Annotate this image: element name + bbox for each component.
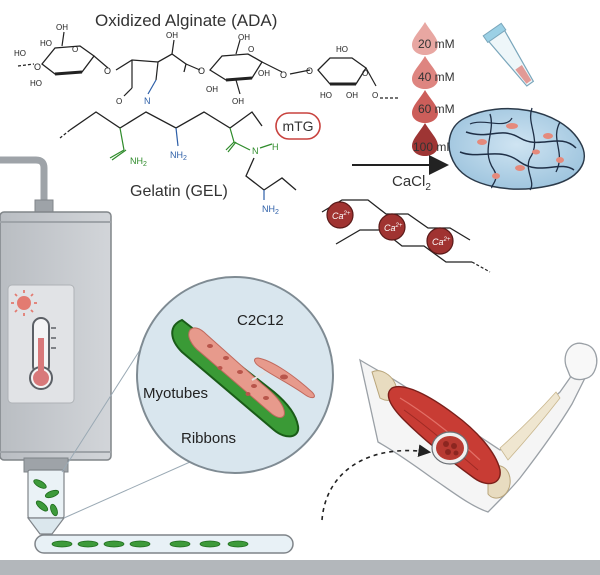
sugar-ring-4: HO HO OH O O <box>317 45 378 100</box>
myotubes-label: Myotubes <box>143 385 208 402</box>
calcium-ion: Ca2+ <box>378 213 406 241</box>
cacl2-concentration-series: 20 mM 40 mM 60 mM 100 mM <box>412 22 456 156</box>
atom-hydrogen: H <box>272 142 279 152</box>
sugar-ring-2: O N OH <box>115 31 201 106</box>
atom-oxygen: O <box>34 62 41 72</box>
cacl2-label: CaCl2 <box>392 173 431 193</box>
pipette-tip-icon <box>482 22 535 87</box>
sugar-ring-3: OH O OH OH OH <box>206 33 283 106</box>
myoblast-cell <box>254 357 315 399</box>
atom-ho: HO <box>336 45 348 54</box>
implant-arrow <box>321 444 432 521</box>
atom-oxygen: O <box>306 66 313 76</box>
svg-text:Ca2+: Ca2+ <box>384 223 403 233</box>
bioprinter <box>0 156 600 575</box>
atom-oh: OH <box>56 23 68 32</box>
svg-text:Ca2+: Ca2+ <box>432 237 451 247</box>
gel-lys-nh2: NH2 <box>262 204 279 216</box>
muscle-cross-section <box>431 431 469 465</box>
gelatin-label: Gelatin (GEL) <box>130 183 228 200</box>
egg-box-crosslink: Ca2+ Ca2+ Ca2+ <box>321 199 491 273</box>
calcium-ion: Ca2+ <box>326 201 354 229</box>
svg-text:Ca2+: Ca2+ <box>332 211 351 221</box>
atom-oh: OH <box>238 33 250 42</box>
drop-40mm: 40 mM <box>412 56 455 89</box>
atom-oh: OH <box>346 91 358 100</box>
arm-muscle-illustration <box>321 342 598 521</box>
atom-ho: HO <box>40 39 52 48</box>
atom-oh: OH <box>166 31 178 40</box>
magnified-view: C2C12 Myotubes Ribbons <box>136 276 334 474</box>
ada-title: Oxidized Alginate (ADA) <box>95 11 277 30</box>
atom-oxygen: O <box>72 45 78 54</box>
mtg-badge <box>275 112 321 140</box>
drop-shape <box>412 123 438 156</box>
atom-oh: OH <box>206 85 218 94</box>
concentration-label: 40 mM <box>418 70 455 84</box>
drop-20mm: 20 mM <box>412 22 455 55</box>
gel-amine-nh2: NH2 <box>170 150 187 162</box>
concentration-label: 60 mM <box>418 102 455 116</box>
atom-oxygen: O <box>248 45 254 54</box>
alginate-structure: Oxidized Alginate (ADA) O OH HO O HO HO … <box>14 11 398 106</box>
thermometer-icon <box>29 317 56 390</box>
mtg-label: mTG <box>282 118 313 134</box>
atom-nitrogen: N <box>144 96 151 106</box>
drop-shape <box>412 56 438 89</box>
atom-nitrogen: N <box>252 146 259 156</box>
atom-oh: OH <box>232 97 244 106</box>
gel-amide-nh2: NH2 <box>130 156 147 168</box>
atom-oxygen: O <box>104 66 111 76</box>
atom-ho: HO <box>14 49 26 58</box>
drop-100mm: 100 mM <box>412 123 456 156</box>
atom-ho: HO <box>30 79 42 88</box>
cell-line-label: C2C12 <box>237 312 284 329</box>
calcium-ion: Ca2+ <box>426 227 454 255</box>
concentration-label: 100 mM <box>413 140 456 154</box>
atom-oxygen: O <box>280 70 287 80</box>
hydrogel-construct <box>448 107 586 191</box>
ribbon-with-myotubes <box>171 318 300 438</box>
atom-oxygen: O <box>116 97 122 106</box>
printed-ribbons <box>51 540 249 548</box>
atom-oxygen: O <box>198 66 205 76</box>
atom-oxygen: O <box>372 91 378 100</box>
print-bed <box>34 534 294 554</box>
drop-shape <box>412 22 438 55</box>
atom-ho: HO <box>320 91 332 100</box>
drop-shape <box>412 90 438 123</box>
gelatin-structure: NH2 NH2 N H NH2 Gelatin (GEL) mTG <box>59 111 321 216</box>
concentration-label: 20 mM <box>418 37 455 51</box>
sugar-ring-1: OH HO O HO HO <box>14 23 109 88</box>
atom-oxygen: O <box>362 69 368 78</box>
ribbons-label: Ribbons <box>181 430 236 447</box>
drop-60mm: 60 mM <box>412 90 455 123</box>
sun-heat-icon <box>11 290 37 316</box>
atom-oh: OH <box>258 69 270 78</box>
reaction-arrow: CaCl2 <box>352 155 449 193</box>
